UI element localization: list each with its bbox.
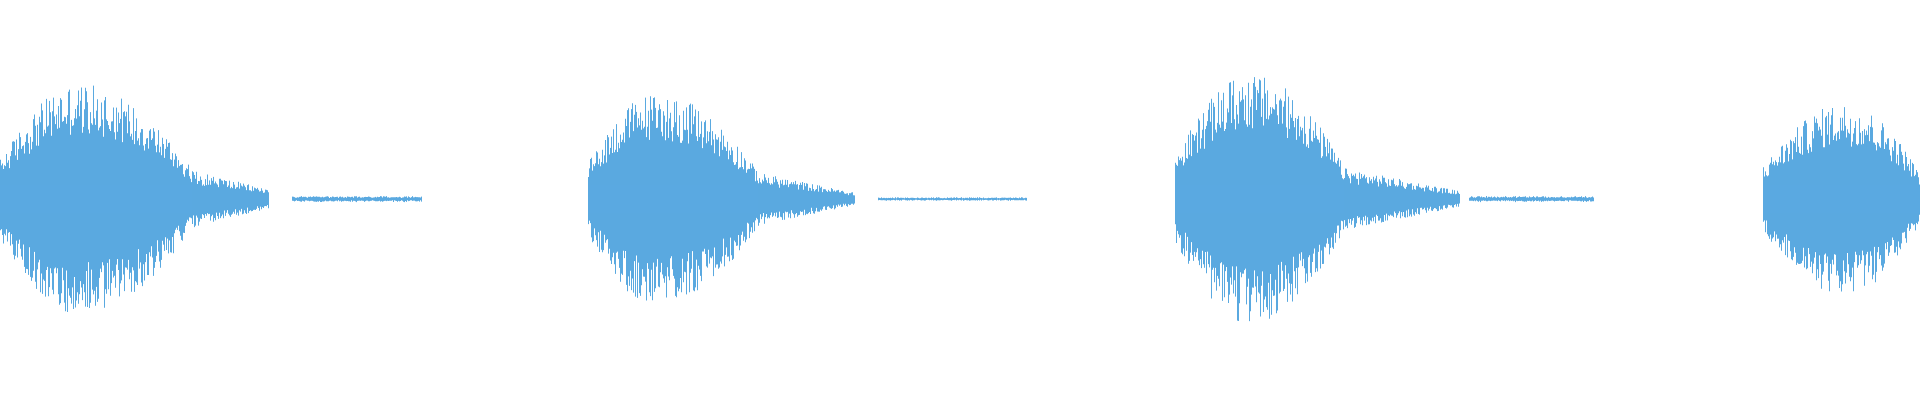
waveform-burst-3 xyxy=(1175,77,1594,322)
waveform-burst-core xyxy=(1175,185,1344,213)
waveform-burst-core xyxy=(1763,185,1920,213)
waveform-burst-core xyxy=(588,185,759,213)
waveform-burst-core xyxy=(0,185,192,213)
waveform-burst-2 xyxy=(588,96,1027,301)
waveform-burst-1 xyxy=(0,85,422,312)
waveform-bursts xyxy=(0,77,1920,322)
waveform-burst-4 xyxy=(1763,107,1920,292)
